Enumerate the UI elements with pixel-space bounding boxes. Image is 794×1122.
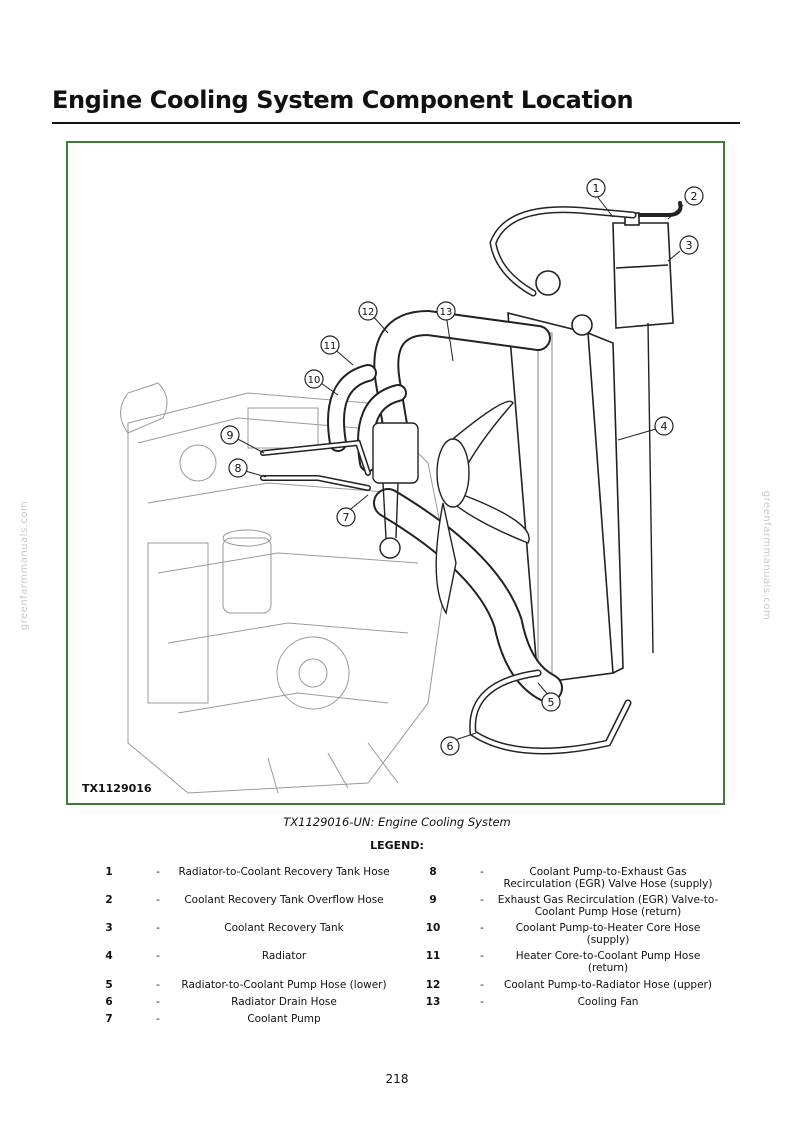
legend-row: 5 - Radiator-to-Coolant Pump Hose (lower… [0, 979, 794, 1009]
svg-text:6: 6 [447, 740, 454, 753]
legend-sep: - [156, 996, 160, 1008]
legend-sep: - [156, 866, 160, 878]
title-rule [52, 122, 740, 124]
svg-text:7: 7 [343, 511, 350, 524]
callout-2: 2 [684, 186, 704, 206]
legend-num: 6 [105, 996, 113, 1008]
cooling-system-figure: 1 2 3 4 5 6 7 8 9 10 11 12 13 TX1129016 [66, 141, 725, 805]
page-title: Engine Cooling System Component Location [52, 86, 634, 114]
legend-sep: - [480, 894, 484, 906]
legend-sep: - [480, 866, 484, 878]
legend-row: 1 - Radiator-to-Coolant Recovery Tank Ho… [0, 866, 794, 896]
legend-sep: - [156, 922, 160, 934]
callout-8: 8 [228, 458, 248, 478]
callout-12: 12 [358, 301, 378, 321]
legend-title: LEGEND: [370, 839, 424, 852]
callout-3: 3 [679, 235, 699, 255]
legend-num: 1 [105, 866, 113, 878]
coolant-pump-drawing [372, 422, 419, 559]
legend-desc: Coolant Pump [247, 1013, 321, 1025]
legend-desc: Radiator-to-Coolant Recovery Tank Hose [178, 866, 390, 878]
legend-num: 8 [429, 866, 437, 878]
callout-10: 10 [304, 369, 324, 389]
legend-num: 2 [105, 894, 113, 906]
svg-text:1: 1 [593, 182, 600, 195]
legend-desc: Radiator [261, 950, 307, 962]
legend-num: 5 [105, 979, 113, 991]
radiator-drawing [507, 270, 624, 684]
legend-sep: - [156, 1013, 160, 1025]
cooling-fan-drawing [435, 400, 530, 615]
legend-sep: - [156, 894, 160, 906]
svg-text:2: 2 [691, 190, 698, 203]
legend-sep: - [156, 979, 160, 991]
engine-illustration: 1 2 3 4 5 6 7 8 9 10 11 12 13 [120, 178, 704, 794]
legend-row: 6 - Radiator Drain Hose 13 - Cooling Fan [0, 996, 794, 1026]
legend-sep: - [480, 922, 484, 934]
watermark-right: greenfarmmanuals.com [761, 490, 773, 621]
legend-desc: Coolant Recovery Tank [224, 922, 344, 934]
legend-desc: Coolant Recovery Tank Overflow Hose [184, 894, 384, 906]
callout-9: 9 [220, 425, 240, 445]
legend-desc: Exhaust Gas Recirculation (EGR) Valve-to… [497, 894, 719, 918]
svg-text:10: 10 [308, 375, 321, 386]
callout-5: 5 [541, 692, 561, 712]
callout-7: 7 [336, 507, 356, 527]
legend-row: 2 - Coolant Recovery Tank Overflow Hose … [0, 894, 794, 924]
callout-1: 1 [586, 178, 606, 198]
figure-caption: TX1129016-UN: Engine Cooling System [283, 815, 511, 829]
legend-num: 7 [105, 1013, 113, 1025]
svg-text:12: 12 [362, 307, 375, 318]
legend-row: 7 - Coolant Pump [0, 1013, 794, 1043]
figure-id: TX1129016 [82, 782, 152, 795]
legend-desc: Coolant Pump-to-Radiator Hose (upper) [504, 979, 712, 991]
legend-desc: Cooling Fan [577, 996, 639, 1008]
legend-num: 12 [425, 979, 441, 991]
legend-desc: Coolant Pump-to-Exhaust Gas Recirculatio… [503, 866, 713, 890]
legend-sep: - [480, 979, 484, 991]
legend-num: 11 [425, 950, 441, 962]
legend-sep: - [156, 950, 160, 962]
legend-num: 13 [425, 996, 441, 1008]
svg-text:5: 5 [548, 696, 555, 709]
svg-text:3: 3 [686, 239, 693, 252]
hoses [260, 201, 683, 755]
callout-13: 13 [436, 301, 456, 321]
legend-desc: Coolant Pump-to-Heater Core Hose (supply… [515, 922, 701, 946]
svg-text:4: 4 [661, 420, 668, 433]
engine-pulley [276, 636, 350, 710]
legend-num: 3 [105, 922, 113, 934]
callout-4: 4 [654, 416, 674, 436]
legend-sep: - [480, 996, 484, 1008]
legend-desc: Radiator-to-Coolant Pump Hose (lower) [181, 979, 387, 991]
page-number: 218 [385, 1072, 409, 1086]
legend-desc: Radiator Drain Hose [231, 996, 337, 1008]
callouts: 1 2 3 4 5 6 7 8 9 10 11 12 13 [220, 178, 704, 756]
legend-num: 9 [429, 894, 437, 906]
legend-sep: - [480, 950, 484, 962]
legend-num: 10 [425, 922, 441, 934]
svg-text:9: 9 [227, 429, 234, 442]
svg-text:8: 8 [235, 462, 242, 475]
legend-row: 3 - Coolant Recovery Tank 10 - Coolant P… [0, 922, 794, 952]
watermark-left: greenfarmmanuals.com [19, 500, 31, 631]
oil-filter [222, 537, 272, 614]
engine-block [127, 392, 449, 794]
svg-text:11: 11 [324, 341, 337, 352]
callout-6: 6 [440, 736, 460, 756]
legend-num: 4 [105, 950, 113, 962]
legend-desc: Heater Core-to-Coolant Pump Hose (return… [515, 950, 701, 974]
callout-11: 11 [320, 335, 340, 355]
legend-row: 4 - Radiator 11 - Heater Core-to-Coolant… [0, 950, 794, 980]
svg-text:13: 13 [440, 307, 453, 318]
